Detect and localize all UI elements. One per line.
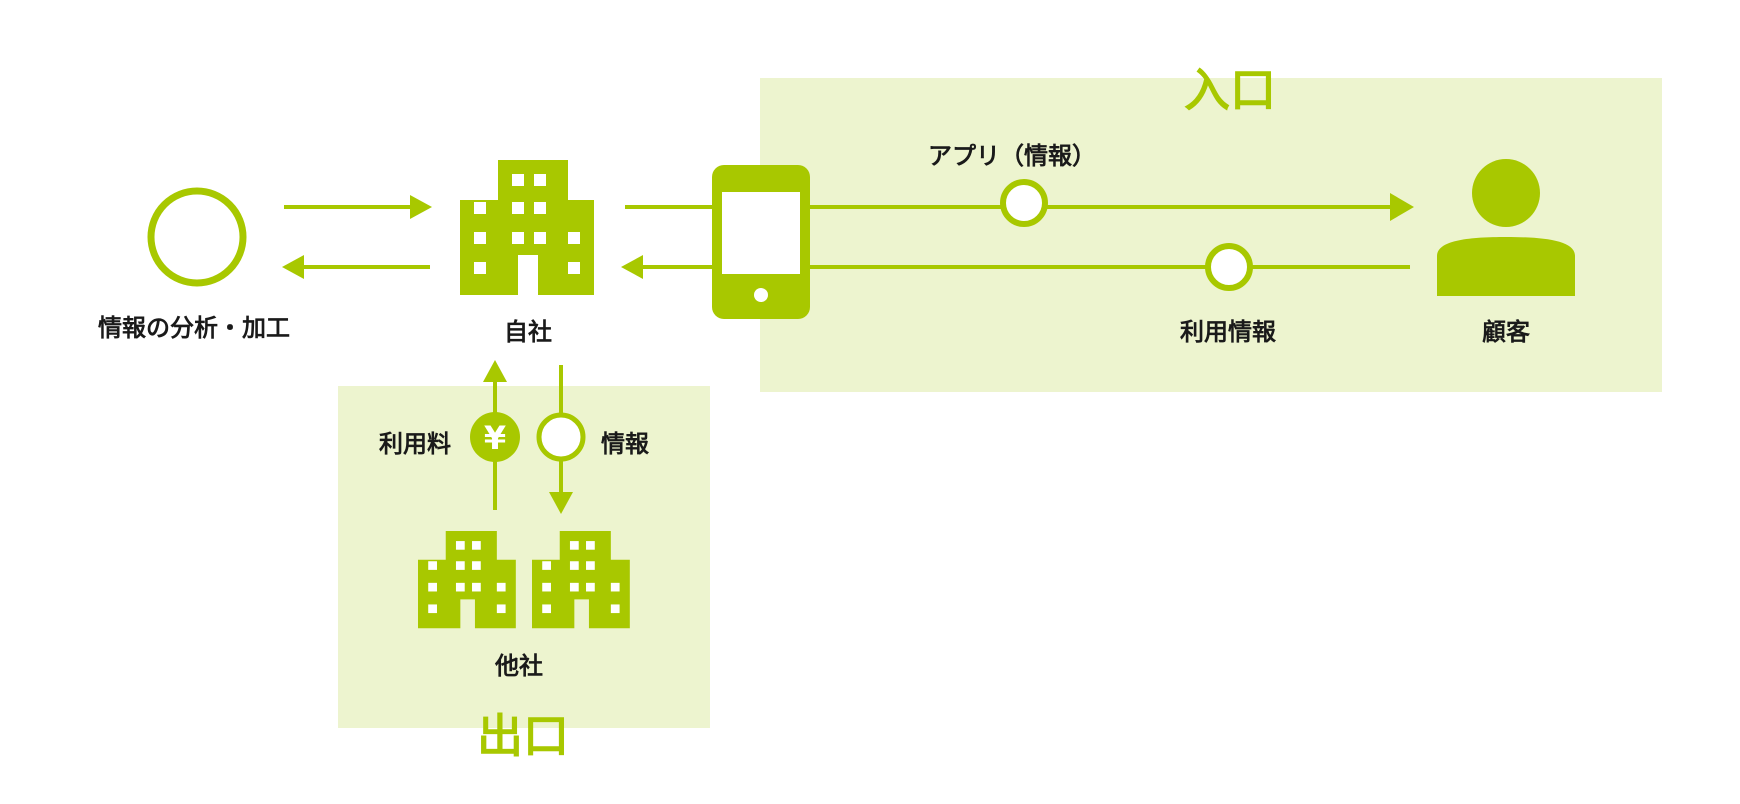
info-token-icon [536,412,586,462]
analysis-label: 情報の分析・加工 [98,314,290,342]
usage-info-label: 利用情報 [1180,318,1276,346]
person-icon [1437,159,1575,296]
own-company-label: 自社 [504,318,552,346]
customer-label: 顧客 [1482,318,1530,346]
usage-info-flow [810,243,1410,291]
building-icon [532,531,630,629]
entrance-zone-title: 入口 [1184,63,1276,117]
arrow-to-own-company [284,195,432,219]
usage-fee-flow: ¥ [470,360,520,510]
info-label: 情報 [601,430,649,458]
app-info-label: アプリ（情報） [928,142,1096,170]
info-token-icon [1205,243,1253,291]
other-companies-label: 他社 [495,652,543,680]
arrow-to-analysis [282,255,430,279]
exit-zone-title: 出口 [477,709,569,763]
smartphone-icon [712,165,810,319]
circle-icon [147,187,247,287]
app-info-flow [810,179,1414,227]
info-flow [536,365,586,514]
entrance-zone [760,78,1662,392]
yen-symbol: ¥ [484,419,506,457]
yen-icon [470,412,520,462]
usage-fee-label: 利用料 [379,430,451,458]
arrow-to-own-company-from-phone [621,255,715,279]
info-token-icon [1000,179,1048,227]
exit-zone [338,386,710,728]
building-icon [460,160,594,295]
building-icon [418,531,516,629]
